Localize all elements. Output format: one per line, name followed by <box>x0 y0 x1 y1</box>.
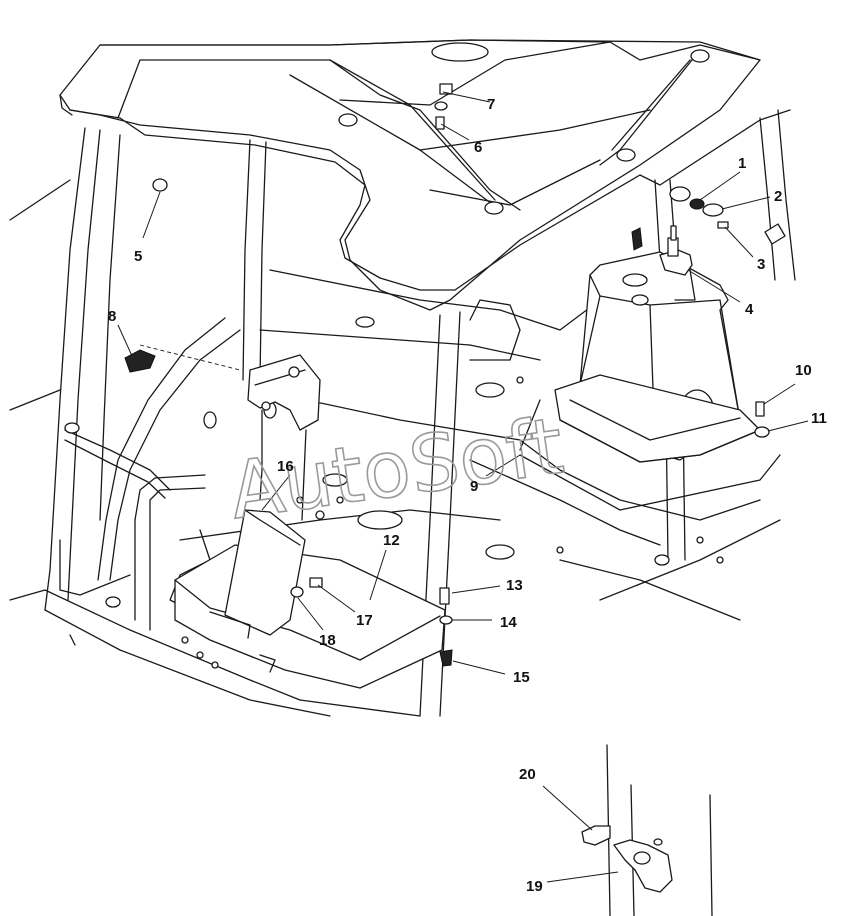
callout-6: 6 <box>474 139 482 156</box>
callout-14: 14 <box>500 614 517 631</box>
callout-2: 2 <box>774 188 782 205</box>
callout-1: 1 <box>738 155 746 172</box>
left-cab-frame <box>9 127 461 717</box>
seat-bracket <box>139 344 321 521</box>
callout-11: 11 <box>811 410 827 427</box>
hardware-items <box>124 83 786 667</box>
cab-roof <box>59 39 761 311</box>
callout-19: 19 <box>526 878 543 895</box>
leader-lines <box>117 91 809 883</box>
detail-inset <box>581 744 713 916</box>
callout-8: 8 <box>108 308 116 325</box>
callout-17: 17 <box>356 612 373 629</box>
callout-13: 13 <box>506 577 523 594</box>
callout-18: 18 <box>319 632 336 649</box>
callout-12: 12 <box>383 532 400 549</box>
floor-plate <box>174 509 446 689</box>
callout-16: 16 <box>277 458 294 475</box>
callout-15: 15 <box>513 669 530 686</box>
callout-4: 4 <box>745 301 754 318</box>
floor-panel <box>169 269 781 717</box>
console-box <box>554 225 761 463</box>
callout-5: 5 <box>134 248 142 265</box>
callout-10: 10 <box>795 362 812 379</box>
callout-20: 20 <box>519 766 536 783</box>
callout-3: 3 <box>757 256 765 273</box>
callout-labels: 1 2 3 4 5 6 7 8 9 10 11 12 13 14 15 16 1… <box>108 96 827 895</box>
callout-9: 9 <box>470 478 478 495</box>
callout-7: 7 <box>487 96 495 113</box>
